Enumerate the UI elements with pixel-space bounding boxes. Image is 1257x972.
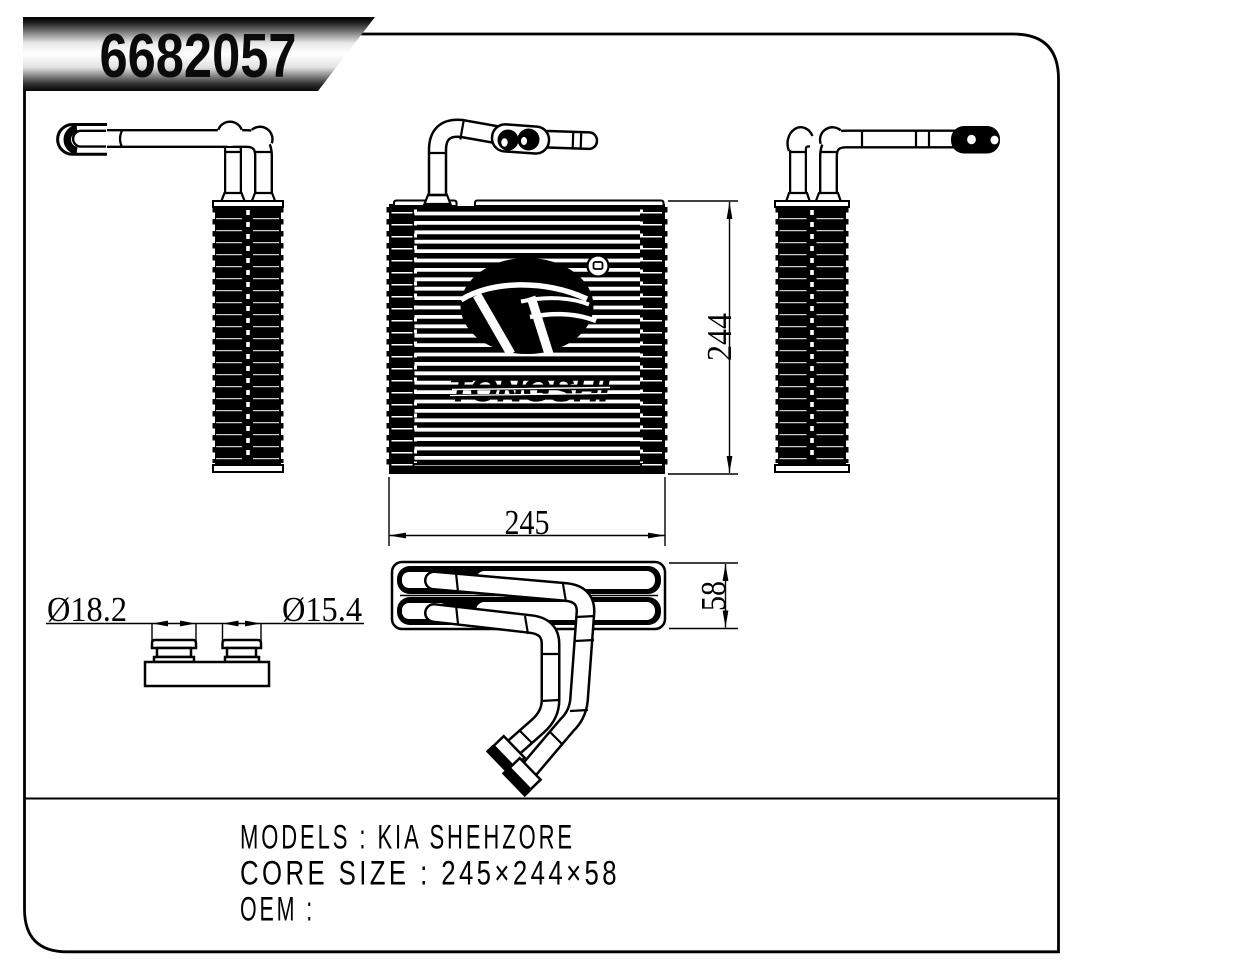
svg-text:245: 245 <box>505 503 550 542</box>
svg-text:CORE SIZE : 245×244×58: CORE SIZE : 245×244×58 <box>240 855 620 893</box>
svg-text:244: 244 <box>700 313 739 361</box>
svg-text:Ø18.2: Ø18.2 <box>47 590 127 629</box>
svg-text:Ø15.4: Ø15.4 <box>282 590 362 629</box>
svg-text:MODELS : KIA SHEHZORE: MODELS : KIA SHEHZORE <box>240 819 575 857</box>
svg-text:6682057: 6682057 <box>100 22 297 91</box>
svg-text:58: 58 <box>694 581 733 611</box>
svg-text:OEM :: OEM : <box>240 891 315 929</box>
